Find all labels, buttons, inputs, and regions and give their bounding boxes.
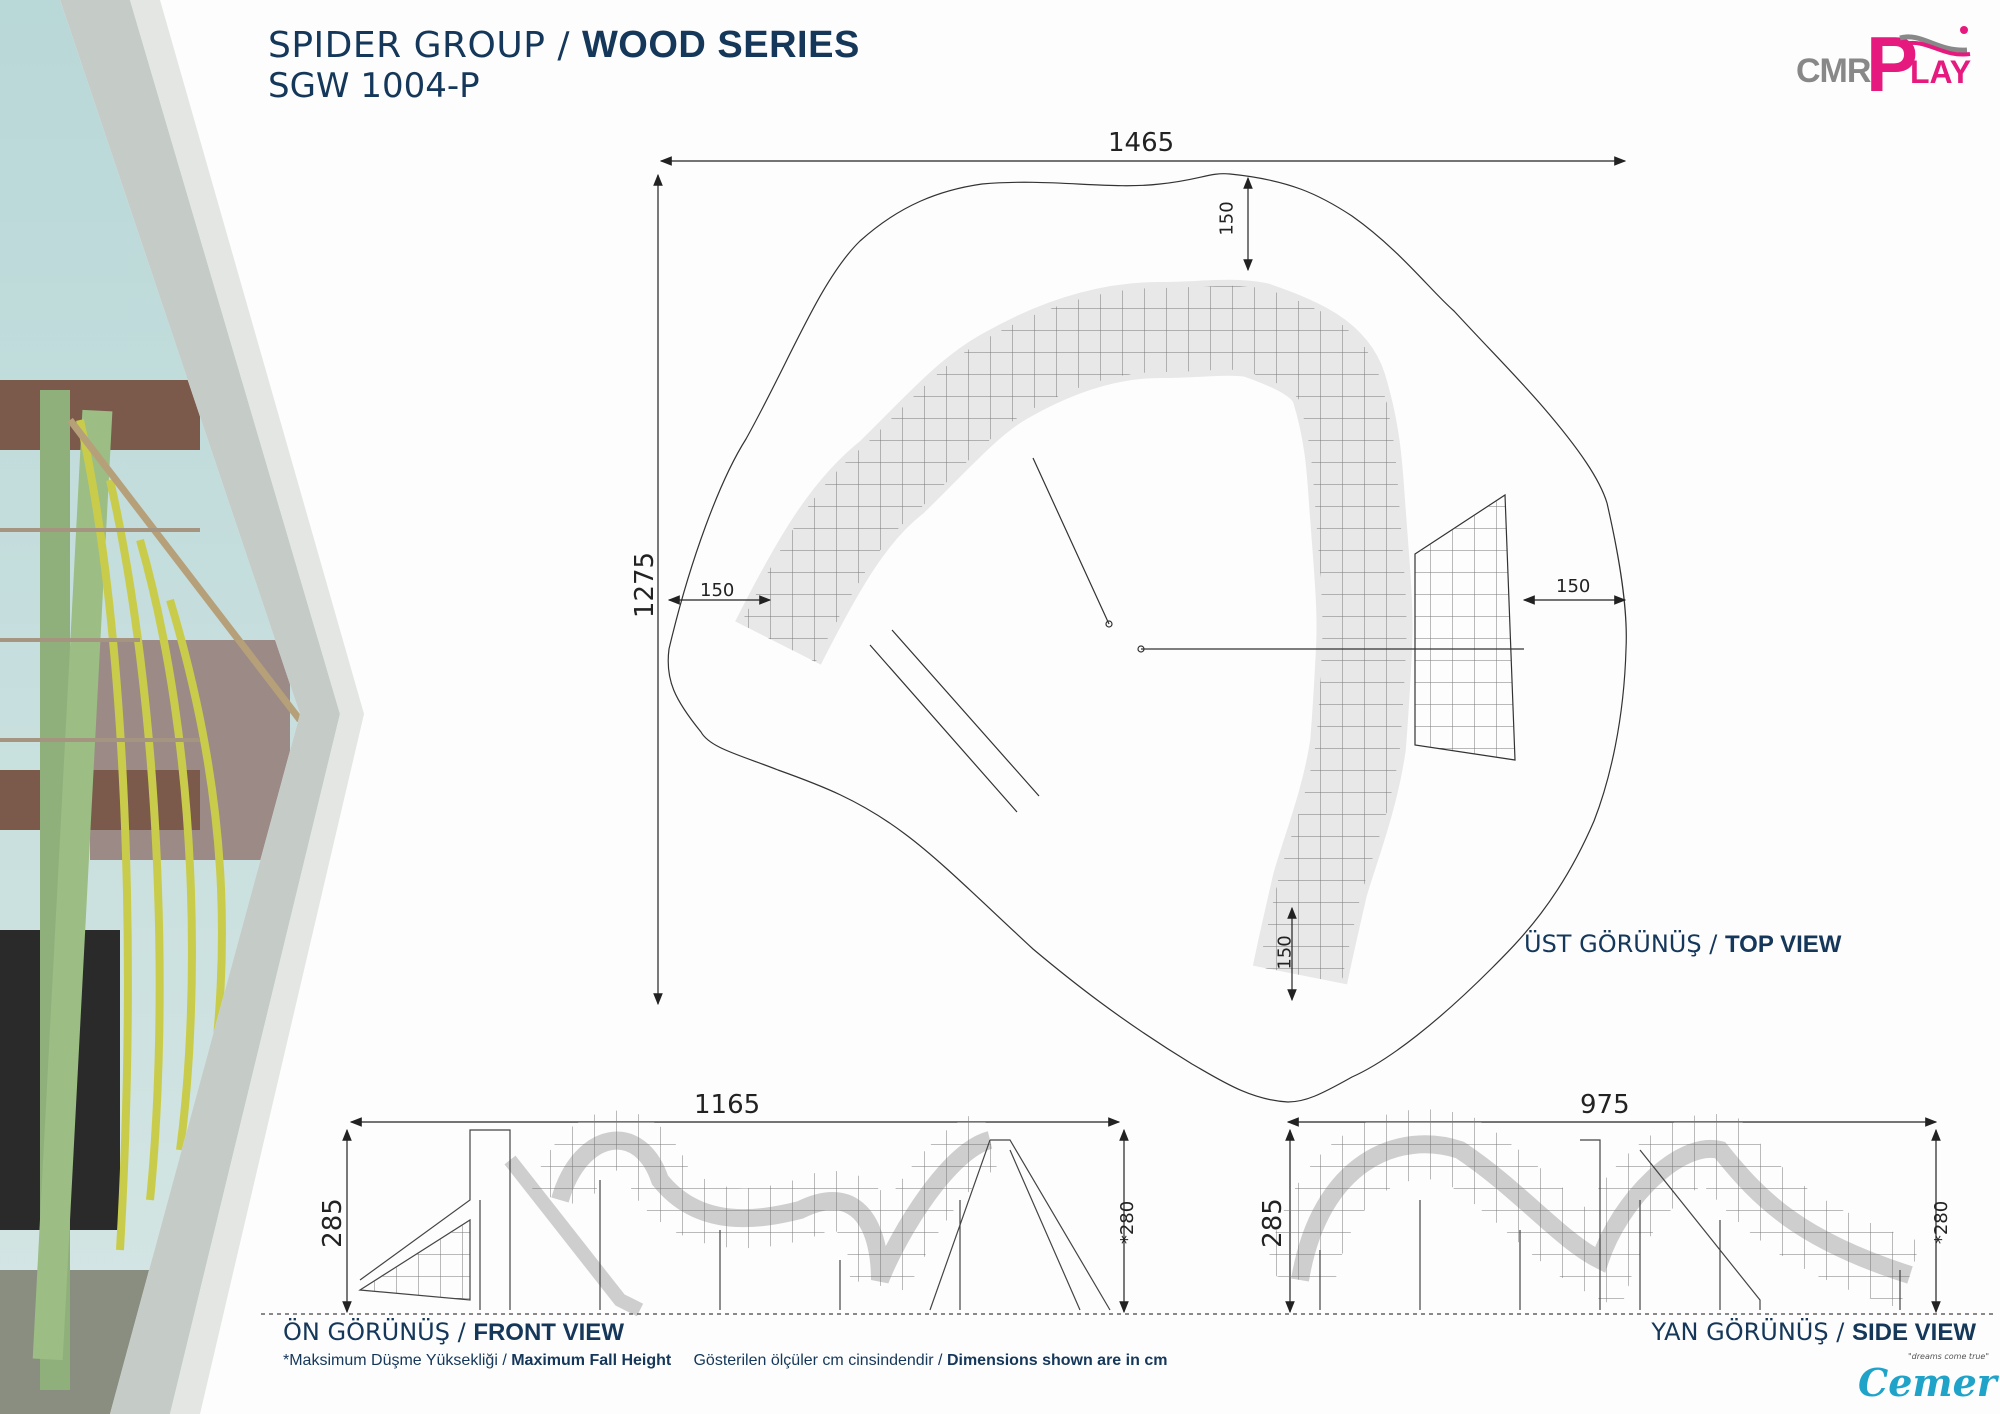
dim-clear-top: 150 — [1216, 201, 1238, 236]
rope-cable — [1032, 457, 1110, 625]
chevron-band-dark — [60, 0, 340, 1414]
safety-zone-outline — [667, 173, 1627, 1103]
dim-clear-right: 150 — [1556, 576, 1591, 597]
chevron-band-light — [130, 0, 364, 1414]
dim-side-height: 285 — [1257, 1198, 1288, 1248]
front-view-label: ÖN GÖRÜNÜŞ / FRONT VIEW — [283, 1318, 624, 1346]
dim-front-fall-height: *280 — [1117, 1200, 1139, 1245]
top-view-label: ÜST GÖRÜNÜŞ / TOP VIEW — [1524, 930, 1842, 958]
side-net-fan — [1414, 493, 1516, 761]
group-title: SPIDER GROUP / WOOD SERIES — [268, 24, 860, 66]
dim-clear-left: 150 — [700, 580, 735, 601]
top-view-drawing — [653, 156, 1627, 1103]
cemer-logo: Cemer "dreams come true" — [1858, 1352, 1997, 1405]
front-view-drawing — [342, 1110, 1129, 1317]
dim-front-height: 285 — [317, 1198, 348, 1248]
side-view-label: YAN GÖRÜNÜŞ / SIDE VIEW — [1651, 1318, 1976, 1346]
climbing-net-band — [735, 279, 1413, 985]
dim-top-depth: 1275 — [630, 551, 661, 619]
dim-clear-bottom: 150 — [1274, 935, 1296, 970]
cmrplay-logo: CMR P LAY — [1796, 20, 1972, 108]
dim-side-fall-height: *280 — [1931, 1200, 1953, 1245]
side-view-drawing — [1265, 1109, 1941, 1314]
dim-front-width: 1165 — [694, 1090, 761, 1120]
dim-side-width: 975 — [1580, 1090, 1630, 1120]
dim-top-width: 1465 — [1108, 128, 1175, 158]
model-number: SGW 1004-P — [268, 66, 480, 106]
slide — [869, 629, 1040, 813]
footnote: *Maksimum Düşme Yüksekliği / Maximum Fal… — [283, 1352, 1168, 1369]
